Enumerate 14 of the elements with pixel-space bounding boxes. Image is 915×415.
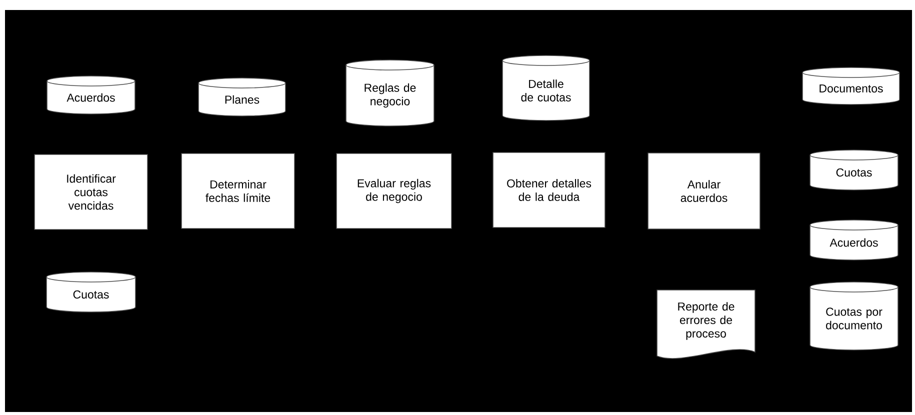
database-cylinder: Planes [198, 78, 286, 116]
database-cylinder: Acuerdos [46, 76, 136, 114]
database-cylinder: Reglas de negocio [346, 60, 434, 126]
database-cylinder: Cuotas por documento [810, 282, 898, 350]
database-cylinder: Detalle de cuotas [502, 55, 590, 121]
database-cylinder: Cuotas [810, 150, 898, 190]
process-box: Identificar cuotas vencidas [34, 154, 148, 230]
process-box: Evaluar reglas de negocio [336, 153, 452, 229]
process-box: Anular acuerdos [648, 152, 760, 230]
process-box: Determinar fechas límite [181, 153, 295, 229]
database-cylinder: Documentos [802, 67, 900, 105]
database-cylinder: Cuotas [46, 272, 136, 312]
database-cylinder: Acuerdos [810, 220, 898, 260]
process-box: Obtener detalles de la deuda [492, 152, 606, 228]
